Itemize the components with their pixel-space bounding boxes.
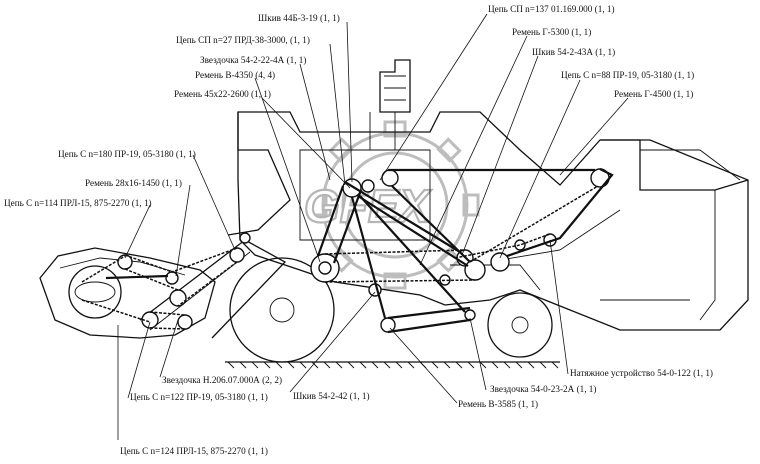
label-shkiv-44b: Шкив 44Б-3-19 (1, 1) bbox=[258, 13, 340, 23]
label-remen-v3585: Ремень В-3585 (1, 1) bbox=[458, 399, 538, 409]
leader-lines bbox=[117, 13, 629, 440]
label-remen-45x22: Ремень 45х22-2600 (1, 1) bbox=[174, 89, 271, 99]
label-cep-c-122: Цепь С n=122 ПР-19, 05-3180 (1, 1) bbox=[130, 392, 268, 402]
label-cep-c-114: Цепь С n=114 ПРЛ-15, 875-2270 (1, 1) bbox=[4, 198, 152, 208]
label-shkiv-54-2-43: Шкив 54-2-43А (1, 1) bbox=[532, 47, 615, 57]
label-cep-c-180: Цепь С n=180 ПР-19, 05-3180 (1, 1) bbox=[58, 149, 196, 159]
part-labels: Шкив 44Б-3-19 (1, 1) Цепь СП n=137 01.16… bbox=[4, 4, 713, 456]
machine-body bbox=[39, 59, 749, 369]
label-cep-c-124: Цепь С n=124 ПРЛ-15, 875-2270 (1, 1) bbox=[120, 446, 268, 456]
label-natyazh: Натяжное устройство 54-0-122 (1, 1) bbox=[570, 368, 713, 378]
label-cep-sp-137: Цепь СП n=137 01.169.000 (1, 1) bbox=[488, 4, 615, 14]
label-zvezd-n206: Звездочка Н.206.07.000А (2, 2) bbox=[162, 375, 282, 385]
label-cep-c-88: Цепь С n=88 ПР-19, 05-3180 (1, 1) bbox=[561, 70, 694, 80]
label-shkiv-54-2-42: Шкив 54-2-42 (1, 1) bbox=[293, 391, 370, 401]
label-cep-sp-27: Цепь СП n=27 ПРД-38-3000, (1, 1) bbox=[176, 35, 310, 45]
belts-and-chains bbox=[81, 168, 614, 334]
label-remen-g5300: Ремень Г-5300 (1, 1) bbox=[512, 27, 591, 37]
label-remen-v4350: Ремень В-4350 (4, 4) bbox=[195, 70, 275, 80]
label-zvezd-54-0-23: Звездочка 54-0-23-2А (1, 1) bbox=[490, 384, 596, 394]
label-remen-g4500: Ремень Г-4500 (1, 1) bbox=[614, 89, 693, 99]
label-zvezd-54-2-22: Звездочка 54-2-22-4А (1, 1) bbox=[200, 55, 306, 65]
label-remen-28x16: Ремень 28х16-1450 (1, 1) bbox=[85, 178, 182, 188]
